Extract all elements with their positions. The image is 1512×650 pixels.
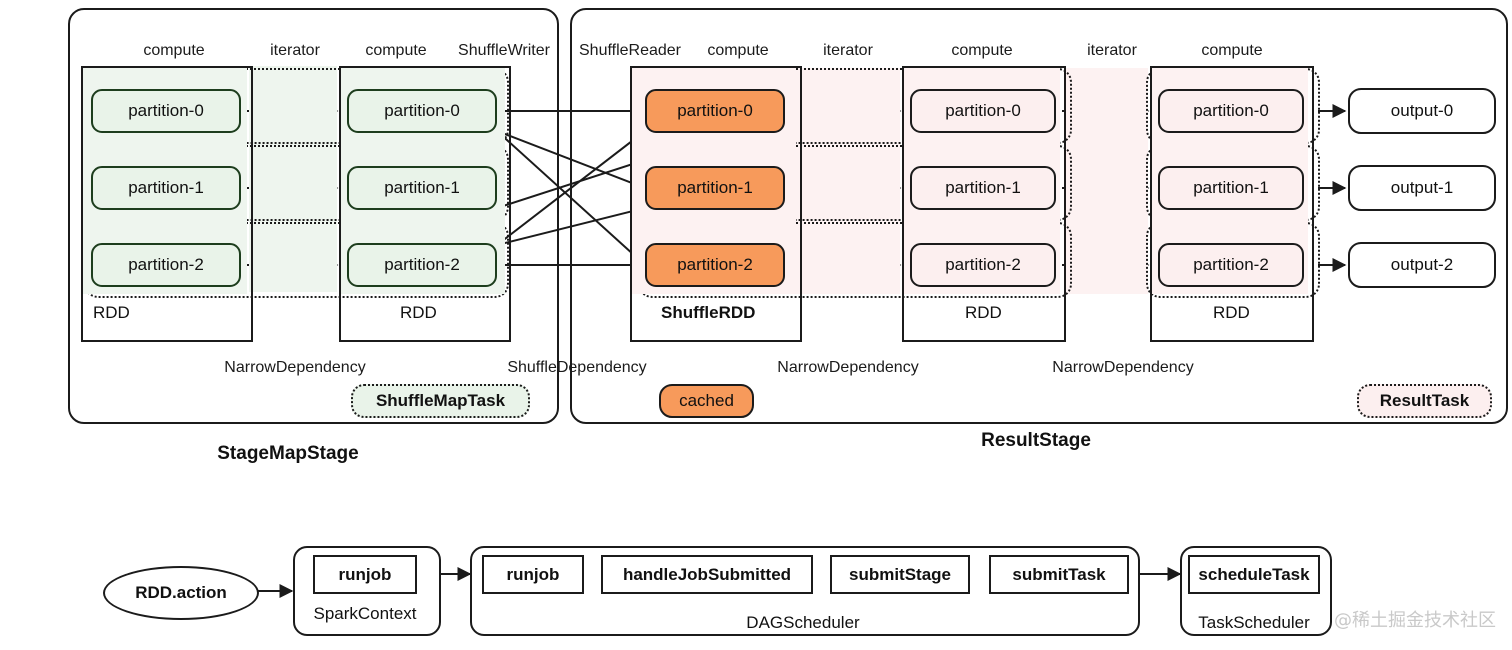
iterator-tint-1 <box>249 66 337 292</box>
column-caption-iterator-2: iterator <box>823 42 873 59</box>
rdd-label-3: RDD <box>965 303 1002 322</box>
rdd-frame-3 <box>902 66 1066 342</box>
column-caption-compute-1: compute <box>143 42 205 59</box>
dependency-label-narrow-3: NarrowDependency <box>1052 359 1194 376</box>
method-dag-submit-task[interactable]: submitTask <box>989 555 1129 594</box>
rdd-label-2: RDD <box>400 303 437 322</box>
partition-pill[interactable]: partition-1 <box>347 166 497 210</box>
component-name-dag-scheduler: DAGScheduler <box>746 613 860 632</box>
method-dag-runjob[interactable]: runjob <box>482 555 584 594</box>
rdd-frame-2 <box>339 66 511 342</box>
method-dag-submit-stage[interactable]: submitStage <box>830 555 970 594</box>
partition-pill[interactable]: partition-0 <box>645 89 785 133</box>
partition-pill[interactable]: partition-2 <box>910 243 1056 287</box>
partition-pill[interactable]: partition-2 <box>645 243 785 287</box>
partition-pill[interactable]: partition-2 <box>347 243 497 287</box>
component-name-task-scheduler: TaskScheduler <box>1198 613 1310 632</box>
watermark: @稀土掘金技术社区 <box>1334 610 1496 631</box>
stage-title-map: StageMapStage <box>217 443 359 464</box>
partition-pill[interactable]: partition-1 <box>910 166 1056 210</box>
column-caption-shufflereader: ShuffleReader <box>579 42 681 59</box>
column-caption-compute-2: compute <box>365 42 427 59</box>
partition-pill[interactable]: partition-0 <box>91 89 241 133</box>
rdd-frame-1 <box>81 66 253 342</box>
partition-pill[interactable]: partition-0 <box>347 89 497 133</box>
partition-pill[interactable]: partition-2 <box>1158 243 1304 287</box>
result-tint-2 <box>1064 68 1148 294</box>
badge-shuffle-map-task[interactable]: ShuffleMapTask <box>351 384 530 418</box>
result-tint-1 <box>787 68 900 294</box>
component-name-spark-context: SparkContext <box>313 604 417 623</box>
dependency-label-shuffle: ShuffleDependency <box>507 359 647 376</box>
rdd-action-trigger[interactable]: RDD.action <box>103 566 259 620</box>
rdd-label-1: RDD <box>93 303 130 322</box>
rdd-frame-4 <box>1150 66 1314 342</box>
column-caption-compute-4: compute <box>951 42 1013 59</box>
column-caption-compute-3: compute <box>707 42 769 59</box>
stage-container-map <box>68 8 559 424</box>
badge-result-task[interactable]: ResultTask <box>1357 384 1492 418</box>
stage-container-result <box>570 8 1508 424</box>
output-box[interactable]: output-0 <box>1348 88 1496 134</box>
stage-title-result: ResultStage <box>981 430 1091 451</box>
column-caption-compute-5: compute <box>1201 42 1263 59</box>
partition-pill[interactable]: partition-1 <box>645 166 785 210</box>
rdd-label-shuffle: ShuffleRDD <box>661 303 756 322</box>
partition-pill[interactable]: partition-2 <box>91 243 241 287</box>
dependency-label-narrow-1: NarrowDependency <box>224 359 366 376</box>
partition-pill[interactable]: partition-0 <box>1158 89 1304 133</box>
method-spark-context-runjob[interactable]: runjob <box>313 555 417 594</box>
partition-pill[interactable]: partition-0 <box>910 89 1056 133</box>
badge-cached[interactable]: cached <box>659 384 754 418</box>
column-caption-iterator-1: iterator <box>270 42 320 59</box>
method-schedule-task[interactable]: scheduleTask <box>1188 555 1320 594</box>
rdd-frame-shuffle <box>630 66 802 342</box>
partition-pill[interactable]: partition-1 <box>91 166 241 210</box>
partition-pill[interactable]: partition-1 <box>1158 166 1304 210</box>
output-box[interactable]: output-2 <box>1348 242 1496 288</box>
method-dag-handle-job-submitted[interactable]: handleJobSubmitted <box>601 555 813 594</box>
column-caption-shufflewriter: ShuffleWriter <box>458 42 550 59</box>
output-box[interactable]: output-1 <box>1348 165 1496 211</box>
rdd-label-4: RDD <box>1213 303 1250 322</box>
column-caption-iterator-3: iterator <box>1087 42 1137 59</box>
dependency-label-narrow-2: NarrowDependency <box>777 359 919 376</box>
